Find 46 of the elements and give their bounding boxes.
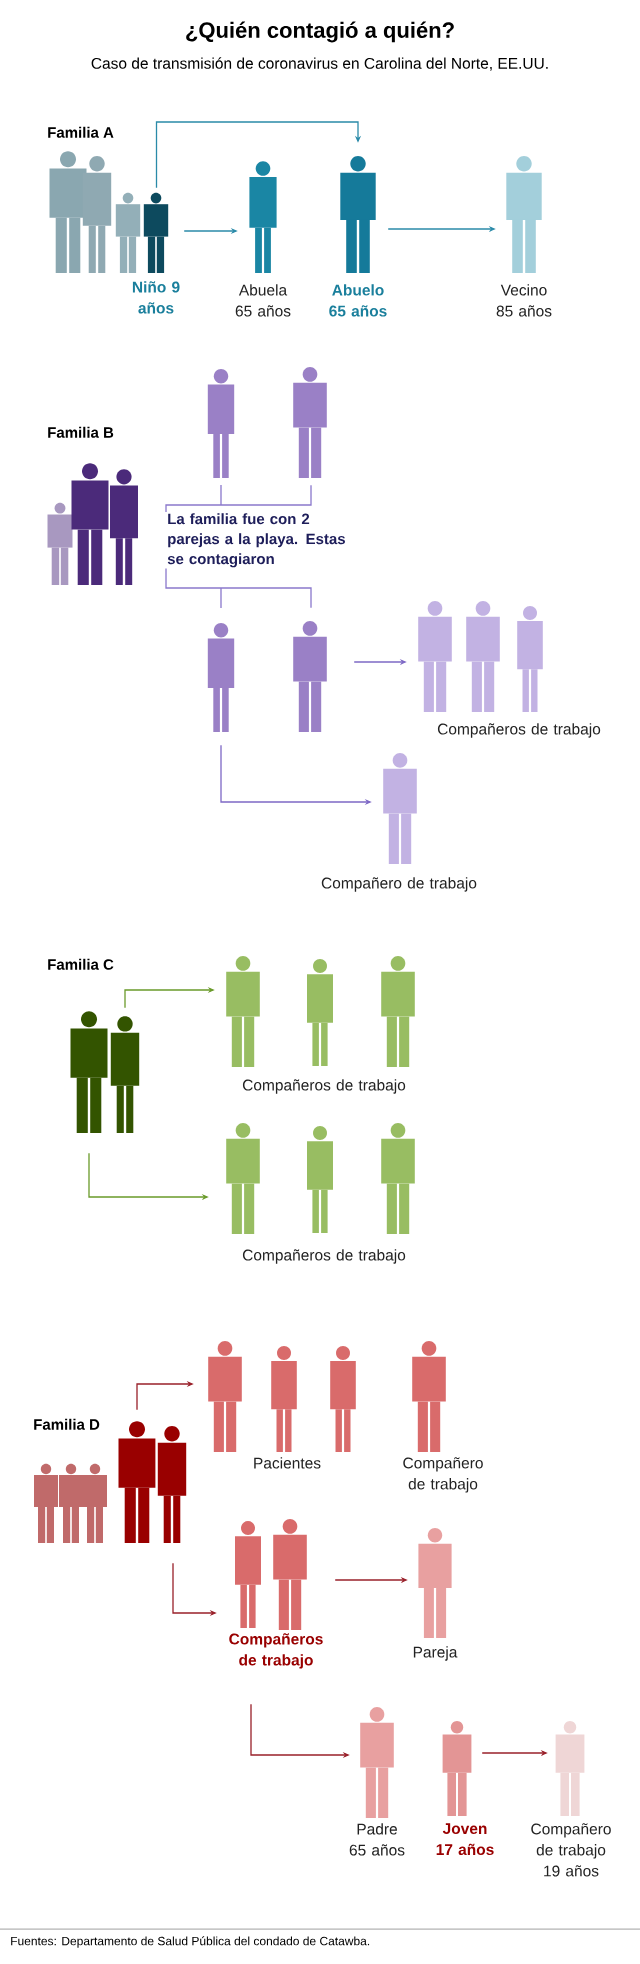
figure-label: Pacientes <box>254 1457 321 1469</box>
note-text: La familia fue con 2 parejas a la playa. Estas se contagiaron <box>167 513 345 568</box>
person-group <box>49 151 141 273</box>
source-note: Fuentes: Departamento de Salud Pública del condado de Catawba. <box>11 1936 370 1948</box>
figure-label: Compañeros de trabajo <box>242 1249 406 1264</box>
figure-label: Niño 9 años <box>132 281 180 314</box>
figure-label: Compañero de trabajo <box>403 1457 483 1493</box>
person-group <box>70 1011 140 1133</box>
figure-label: Padre 65 años <box>349 1823 405 1856</box>
figure-label: Abuela 65 años <box>235 284 291 317</box>
bracket-line <box>165 484 312 513</box>
person-group <box>208 1341 356 1452</box>
subtitle: Caso de transmisión de coronavirus en Carolina del Norte, EE.UU. <box>91 57 548 71</box>
person-figure <box>442 1721 472 1816</box>
title: ¿Quién contagió a quién? <box>186 21 454 43</box>
person-group <box>418 601 543 712</box>
figure-label: Pareja <box>413 1646 458 1661</box>
bracket-line <box>165 567 312 609</box>
family-heading: Familia D <box>34 1418 100 1430</box>
person-group <box>226 956 415 1067</box>
figure-label: Joven 17 años <box>436 1823 494 1856</box>
family-heading: Familia B <box>48 426 114 438</box>
figure-label: Compañero de trabajo <box>321 877 477 892</box>
person-group <box>226 1123 415 1234</box>
person-figure <box>383 753 417 864</box>
person-figure <box>418 1528 452 1638</box>
person-group <box>207 621 327 732</box>
person-figure <box>143 192 169 273</box>
family-heading: Familia C <box>48 958 114 970</box>
person-figure <box>555 1721 585 1816</box>
figure-label: Compañeros de trabajo <box>229 1633 323 1669</box>
person-figure <box>360 1707 394 1818</box>
figure-label: Compañeros de trabajo <box>242 1079 406 1094</box>
figure-label: Abuelo 65 años <box>329 284 387 317</box>
person-figure <box>412 1341 446 1452</box>
figure-label: Compañero de trabajo 19 años <box>531 1823 611 1877</box>
person-figure <box>506 156 542 273</box>
person-figure <box>249 161 277 273</box>
person-figure <box>340 156 376 273</box>
family-heading: Familia A <box>48 126 114 138</box>
person-group <box>207 367 327 478</box>
person-group <box>235 1519 307 1630</box>
figure-label: Vecino 85 años <box>496 284 552 317</box>
person-group <box>47 463 138 585</box>
arrow <box>155 121 362 189</box>
figure-label: Compañeros de trabajo <box>437 723 601 738</box>
